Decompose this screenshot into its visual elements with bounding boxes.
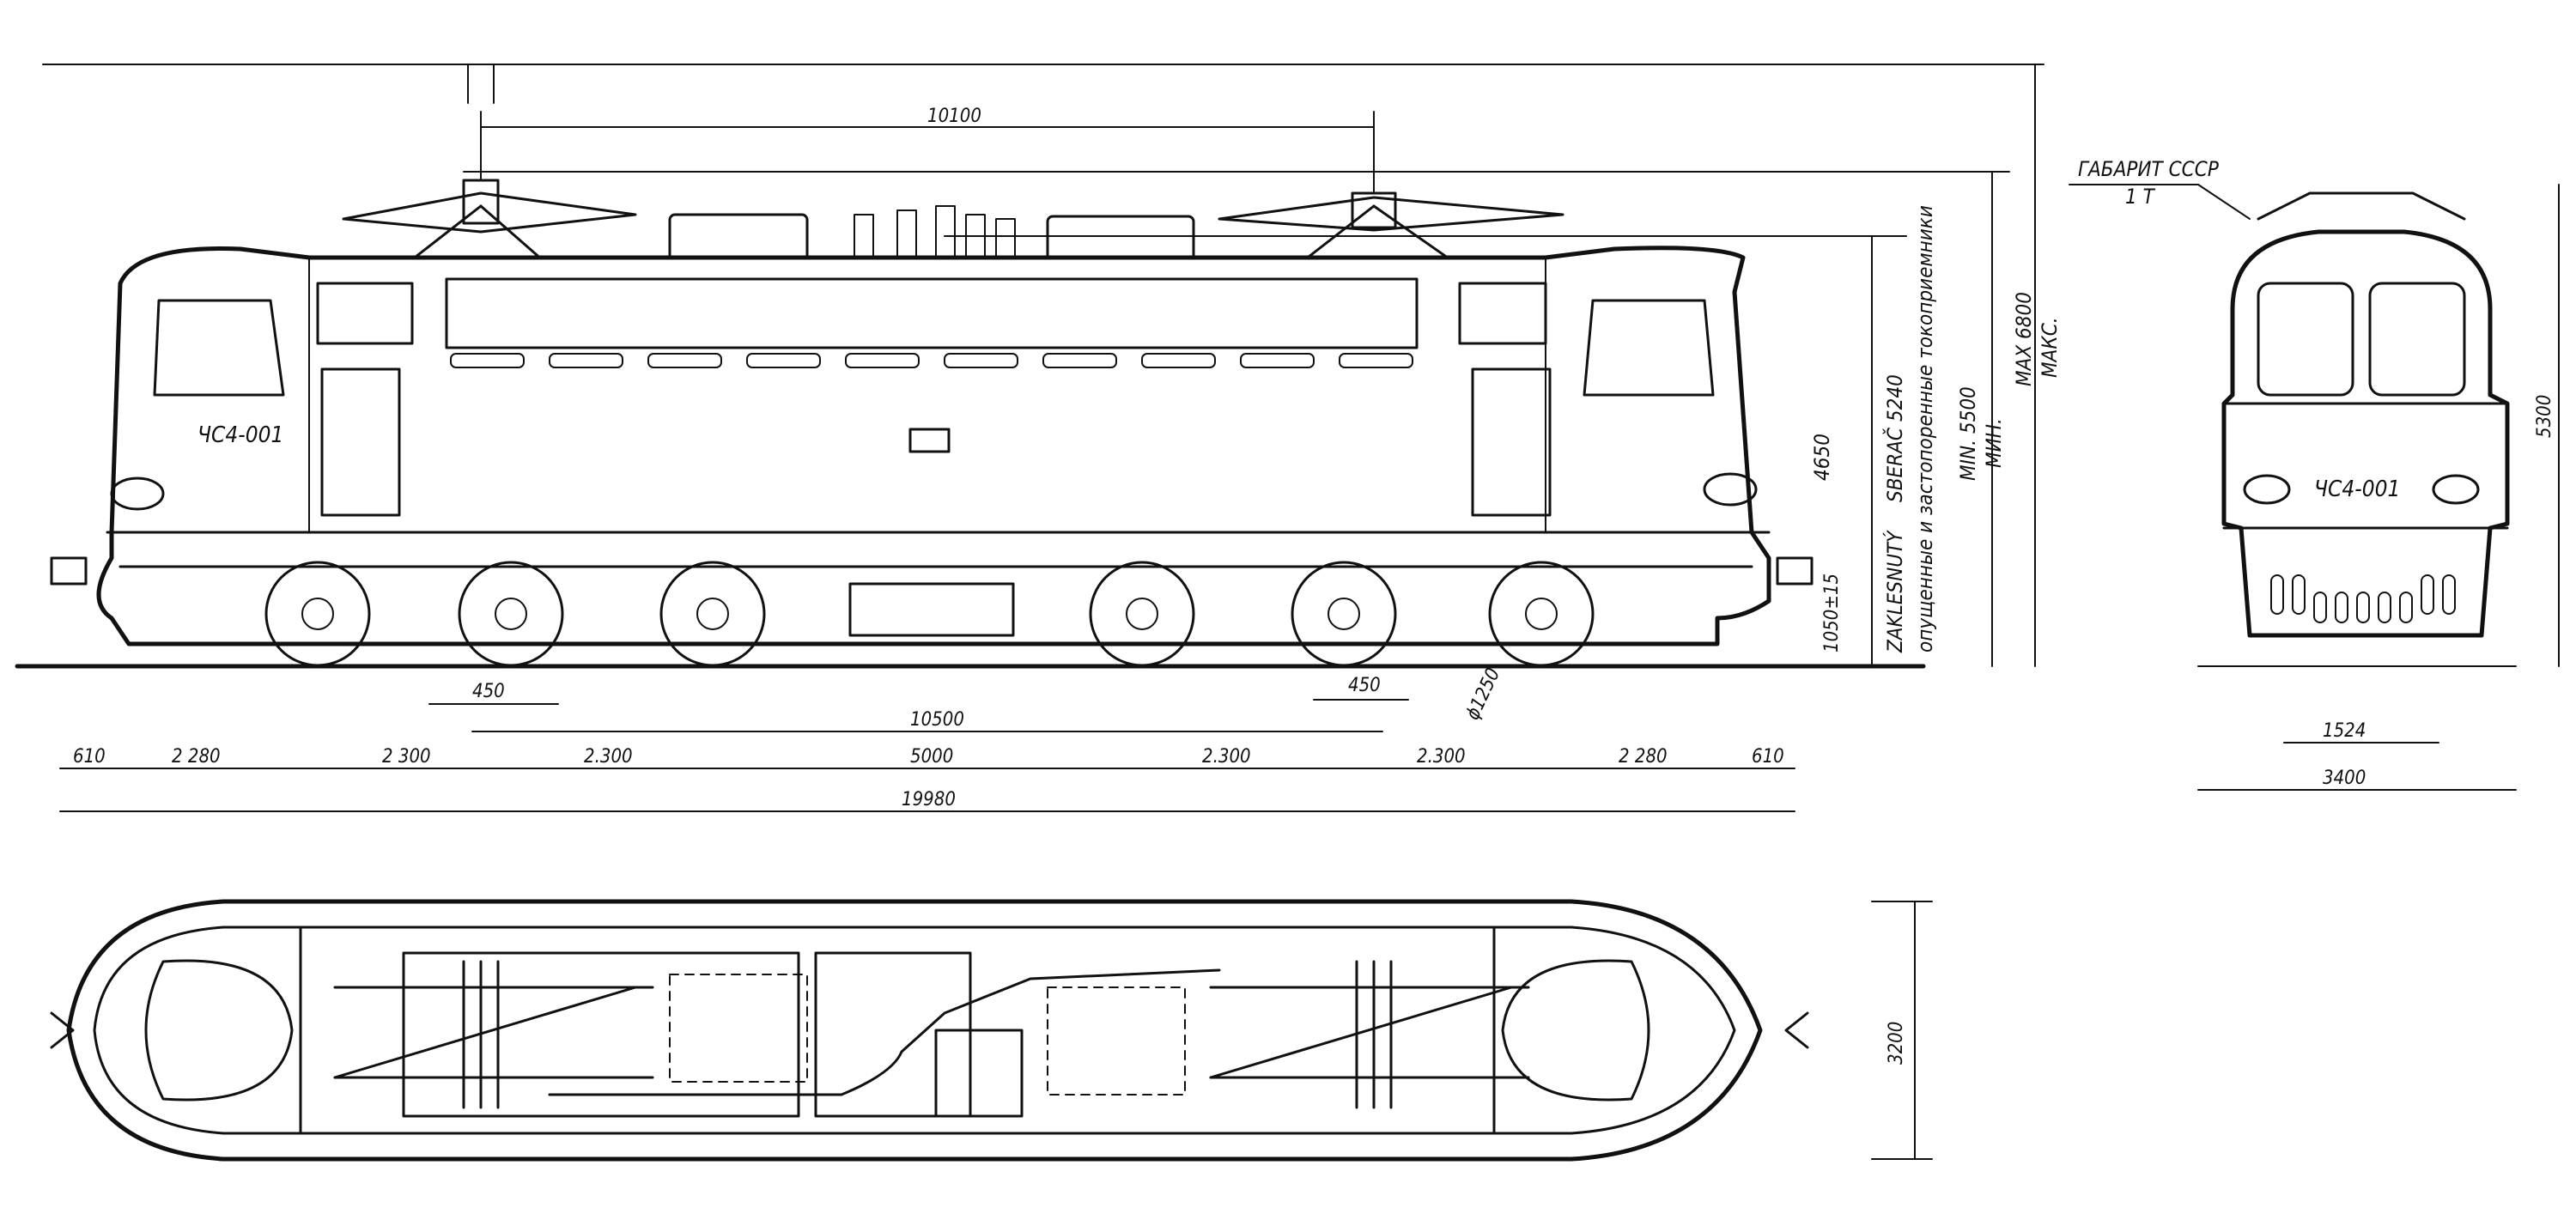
reference-lines — [15, 64, 2044, 669]
door-right — [1471, 367, 1552, 517]
dim-seg-2300-c: 2.300 — [1202, 746, 1251, 768]
buffer-right — [1776, 556, 1814, 586]
dim-height-4650: 4650 — [1810, 434, 1834, 481]
height-dimensions: 4650 ZAKLESNUTÝ SBERAČ 5240 опущенные и … — [1810, 64, 2062, 667]
dim-overall-length: 19980 — [902, 789, 956, 810]
plan-pantograph-right — [1209, 960, 1530, 1109]
dim-buffer-height: 1050±15 — [1821, 574, 1843, 652]
side-plate — [908, 428, 951, 453]
side-view: ЧС4-001 — [50, 64, 1814, 667]
dim-end-right: 610 — [1752, 746, 1784, 768]
front-window-left — [2257, 282, 2354, 397]
front-view: ГАБАРИТ СССР 1 T ЧС4-001 5300 1 — [2069, 157, 2560, 791]
cab-window-left — [153, 299, 285, 397]
dim-seg-5000: 5000 — [910, 746, 953, 768]
plan-roof-cable — [548, 968, 1221, 1096]
plan-pantograph-left — [333, 960, 654, 1109]
wheel — [458, 561, 564, 667]
front-headlamp-right — [2432, 474, 2480, 505]
dim-pantograph-spacing: 10100 — [927, 106, 981, 127]
plan-resistor-box-left — [669, 974, 808, 1083]
plan-equipment-center — [814, 951, 972, 1118]
label-sberac: SBERAČ 5240 — [1881, 374, 1907, 502]
dim-height-5300: 5300 — [2534, 395, 2555, 438]
loco-number-front: ЧС4-001 — [2314, 476, 2400, 502]
label-zaklesnuty: ZAKLESNUTÝ — [1882, 530, 1907, 653]
dim-seg-2300-d: 2.300 — [1417, 746, 1466, 768]
label-max: MAX 6800 — [2012, 292, 2036, 386]
side-window-row — [450, 353, 1413, 368]
plan-body — [66, 899, 1763, 1162]
wheel — [1488, 561, 1595, 667]
plan-switch-box — [934, 1029, 1024, 1118]
dim-bogie-centers: 10500 — [910, 709, 964, 731]
loco-number-side: ЧС4-001 — [197, 422, 283, 448]
front-view-caption2: 1 T — [2125, 185, 2156, 209]
plan-coupler-right — [1784, 1011, 1809, 1049]
dim-wheel-diameter: ϕ1250 — [1462, 665, 1504, 723]
headlamp-right — [1703, 472, 1758, 507]
dim-axle-offset-right: 450 — [1348, 675, 1381, 696]
label-opushchennye: опущенные и застопоренные токоприемники — [1913, 205, 1937, 652]
louvre-left — [316, 282, 414, 345]
headlamp-left — [110, 476, 165, 511]
wheel — [264, 561, 371, 667]
buffer-left — [50, 556, 88, 586]
front-grille — [2270, 574, 2456, 623]
grille — [445, 277, 1419, 349]
wheelsets — [264, 561, 1595, 667]
front-window-right — [2368, 282, 2466, 397]
dim-axle-offset-left: 450 — [472, 681, 505, 702]
dim-seg-2300-a: 2 300 — [382, 746, 431, 768]
plan-resistor-box-right — [1047, 986, 1186, 1096]
wheel — [659, 561, 766, 667]
pantograph-right — [1218, 119, 1564, 268]
dim-seg-2280-right: 2 280 — [1619, 746, 1668, 768]
plan-view: 3200 — [50, 899, 1933, 1162]
louvre-right — [1458, 282, 1547, 345]
wheel — [1291, 561, 1397, 667]
wheel — [1089, 561, 1195, 667]
battery-box — [848, 582, 1015, 637]
dim-end-left: 610 — [73, 746, 106, 768]
dim-width-3200: 3200 — [1886, 1022, 1907, 1065]
plan-coupler-left — [50, 1011, 75, 1049]
label-min: MIN. 5500 — [1956, 386, 1980, 481]
pantograph-left — [342, 64, 637, 268]
door-left — [320, 367, 401, 517]
label-max-ru: МАКС. — [2038, 317, 2062, 378]
dim-width-3400: 3400 — [2323, 768, 2366, 789]
front-view-caption: ГАБАРИТ СССР — [2078, 157, 2219, 181]
label-min-ru: МИН. — [1982, 418, 2006, 468]
cab-window-right — [1583, 299, 1715, 397]
dim-seg-2300-b: 2.300 — [584, 746, 633, 768]
plan-equipment-left — [402, 951, 800, 1118]
front-headlamp-left — [2243, 474, 2291, 505]
plan-cab-left — [144, 959, 294, 1102]
plan-cab-right — [1501, 959, 1650, 1102]
dim-seg-2280-left: 2 280 — [172, 746, 221, 768]
dim-gauge-1524: 1524 — [2323, 720, 2366, 742]
